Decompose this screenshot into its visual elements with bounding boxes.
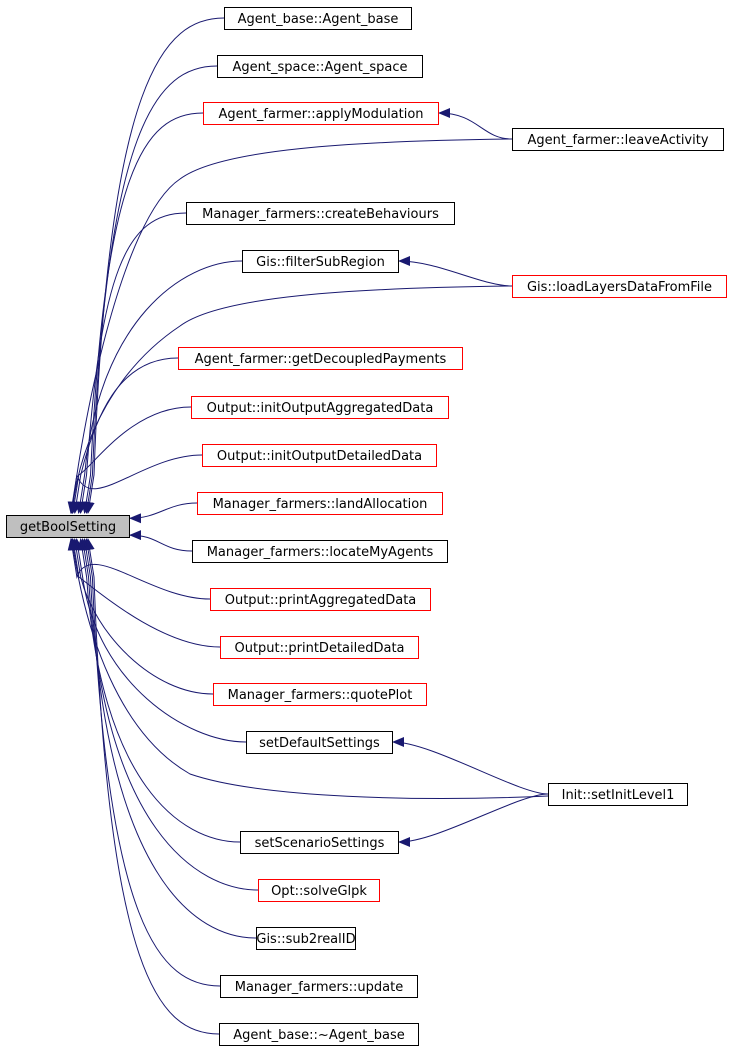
nodes: getBoolSetting Agent_base::Agent_baseAgen… xyxy=(6,7,727,1046)
node-output-initoutputaggregateddata-label: Output::initOutputAggregatedData xyxy=(207,401,434,416)
node-output-printaggregateddata-label: Output::printAggregatedData xyxy=(225,593,417,608)
node-output-printdetaileddata[interactable]: Output::printDetailedData xyxy=(220,636,419,659)
node-opt-solveglpk-label: Opt::solveGlpk xyxy=(271,884,367,899)
node-gis-loadlayersdatafromfile[interactable]: Gis::loadLayersDataFromFile xyxy=(512,275,727,298)
node-manager-farmers-update[interactable]: Manager_farmers::update xyxy=(220,975,418,998)
node-agent-base-agent-base-label: Agent_base::Agent_base xyxy=(238,12,399,27)
node-agent-farmer-leaveactivity-label: Agent_farmer::leaveActivity xyxy=(527,133,708,148)
node-agent-base-agent-base-label: Agent_base::~Agent_base xyxy=(233,1028,405,1043)
edge-manager-farmers-landallocation-to-root xyxy=(129,502,198,524)
node-agent-space-agent-space-label: Agent_space::Agent_space xyxy=(233,60,408,75)
node-manager-farmers-locatemyagents[interactable]: Manager_farmers::locateMyAgents xyxy=(192,540,448,563)
node-manager-farmers-createbehaviours-box xyxy=(186,202,455,225)
edge-setdefaultsettings-to-root xyxy=(73,538,247,743)
node-output-printdetaileddata-box xyxy=(220,636,419,659)
edge-gis-filtersubregion-to-root xyxy=(75,260,243,514)
node-agent-base-agent-base-box xyxy=(224,7,412,30)
node-setdefaultsettings-box xyxy=(246,731,393,754)
node-agent-farmer-applymodulation-box xyxy=(203,102,439,125)
node-agent-base-agent-base[interactable]: Agent_base::~Agent_base xyxy=(219,1023,419,1046)
node-setscenariosettings[interactable]: setScenarioSettings xyxy=(240,831,399,854)
node-manager-farmers-quoteplot-box xyxy=(213,683,427,706)
node-manager-farmers-landallocation-label: Manager_farmers::landAllocation xyxy=(213,497,428,512)
node-manager-farmers-quoteplot-label: Manager_farmers::quotePlot xyxy=(228,688,413,703)
node-agent-base-agent-base[interactable]: Agent_base::Agent_base xyxy=(224,7,412,30)
node-output-initoutputaggregateddata-box xyxy=(191,396,449,419)
edge-output-printaggregateddata-to-root xyxy=(67,538,211,600)
edge-agent-farmer-leaveactivity-to-agent-farmer-applymodulation xyxy=(438,108,513,140)
edge-opt-solveglpk-to-root xyxy=(79,538,259,891)
node-output-initoutputdetaileddata-box xyxy=(202,444,437,467)
node-gis-filtersubregion[interactable]: Gis::filterSubRegion xyxy=(242,250,399,273)
node-agent-space-agent-space-box xyxy=(217,55,423,78)
edges xyxy=(67,17,549,1035)
edge-agent-farmer-applymodulation-to-root xyxy=(81,112,204,514)
node-gis-filtersubregion-label: Gis::filterSubRegion xyxy=(256,255,385,270)
node-getboolsetting-box xyxy=(6,515,130,538)
node-manager-farmers-locatemyagents-box xyxy=(192,540,448,563)
edge-gis-loadlayersdatafromfile-to-gis-filtersubregion xyxy=(398,256,513,287)
edge-gis-loadlayersdatafromfile-to-root xyxy=(68,285,513,514)
node-manager-farmers-landallocation[interactable]: Manager_farmers::landAllocation xyxy=(197,492,443,515)
node-gis-filtersubregion-box xyxy=(242,250,399,273)
node-setdefaultsettings[interactable]: setDefaultSettings xyxy=(246,731,393,754)
edge-output-initoutputdetaileddata-to-root xyxy=(67,454,203,514)
node-output-printaggregateddata-box xyxy=(210,588,431,611)
node-opt-solveglpk-box xyxy=(258,879,380,902)
node-output-initoutputdetaileddata-label: Output::initOutputDetailedData xyxy=(217,449,422,464)
node-gis-loadlayersdatafromfile-box xyxy=(512,275,727,298)
edge-agent-space-agent-space-to-root xyxy=(83,65,218,514)
edge-agent-base-agent-base-to-root xyxy=(84,17,225,514)
edge-init-setinitlevel1-to-setscenariosettings xyxy=(398,793,549,847)
node-gis-sub2realid-box xyxy=(256,927,356,950)
node-output-printaggregateddata[interactable]: Output::printAggregatedData xyxy=(210,588,431,611)
node-agent-farmer-applymodulation-label: Agent_farmer::applyModulation xyxy=(218,107,423,122)
edge-init-setinitlevel1-to-setdefaultsettings xyxy=(392,737,549,795)
node-agent-farmer-getdecoupledpayments[interactable]: Agent_farmer::getDecoupledPayments xyxy=(178,347,463,370)
edge-agent-farmer-getdecoupledpayments-to-root xyxy=(71,357,179,514)
node-init-setinitlevel1-box xyxy=(548,783,688,806)
node-init-setinitlevel1-label: Init::setInitLevel1 xyxy=(562,788,675,803)
edge-manager-farmers-createbehaviours-to-root xyxy=(77,212,187,514)
node-manager-farmers-createbehaviours-label: Manager_farmers::createBehaviours xyxy=(202,207,439,222)
edge-setscenariosettings-to-root xyxy=(77,538,241,843)
node-setscenariosettings-label: setScenarioSettings xyxy=(255,836,385,851)
node-getboolsetting[interactable]: getBoolSetting xyxy=(6,515,130,538)
node-agent-farmer-getdecoupledpayments-label: Agent_farmer::getDecoupledPayments xyxy=(195,352,447,367)
node-manager-farmers-update-label: Manager_farmers::update xyxy=(235,980,404,995)
node-gis-sub2realid-label: Gis::sub2realID xyxy=(256,932,355,947)
node-opt-solveglpk[interactable]: Opt::solveGlpk xyxy=(258,879,380,902)
node-output-initoutputdetaileddata[interactable]: Output::initOutputDetailedData xyxy=(202,444,437,467)
node-manager-farmers-update-box xyxy=(220,975,418,998)
node-output-printdetaileddata-label: Output::printDetailedData xyxy=(234,641,404,656)
node-agent-farmer-applymodulation[interactable]: Agent_farmer::applyModulation xyxy=(203,102,439,125)
node-agent-space-agent-space[interactable]: Agent_space::Agent_space xyxy=(217,55,423,78)
node-gis-sub2realid[interactable]: Gis::sub2realID xyxy=(256,927,356,950)
node-agent-farmer-leaveactivity-box xyxy=(512,128,724,151)
edge-manager-farmers-locatemyagents-to-root xyxy=(129,530,193,552)
edge-agent-base-agent-base-to-root xyxy=(84,538,220,1035)
edge-manager-farmers-update-to-root xyxy=(83,538,221,987)
node-init-setinitlevel1[interactable]: Init::setInitLevel1 xyxy=(548,783,688,806)
node-manager-farmers-createbehaviours[interactable]: Manager_farmers::createBehaviours xyxy=(186,202,455,225)
node-manager-farmers-locatemyagents-label: Manager_farmers::locateMyAgents xyxy=(207,545,434,560)
edge-agent-farmer-leaveactivity-to-root xyxy=(68,138,513,514)
node-gis-loadlayersdatafromfile-label: Gis::loadLayersDataFromFile xyxy=(527,280,712,295)
node-agent-farmer-getdecoupledpayments-box xyxy=(178,347,463,370)
node-getboolsetting-label: getBoolSetting xyxy=(20,520,116,535)
node-setdefaultsettings-label: setDefaultSettings xyxy=(259,736,380,751)
node-manager-farmers-landallocation-box xyxy=(197,492,443,515)
node-setscenariosettings-box xyxy=(240,831,399,854)
node-agent-base-agent-base-box xyxy=(219,1023,419,1046)
edge-output-initoutputaggregateddata-to-root xyxy=(69,406,192,514)
node-agent-farmer-leaveactivity[interactable]: Agent_farmer::leaveActivity xyxy=(512,128,724,151)
node-output-initoutputaggregateddata[interactable]: Output::initOutputAggregatedData xyxy=(191,396,449,419)
node-manager-farmers-quoteplot[interactable]: Manager_farmers::quotePlot xyxy=(213,683,427,706)
